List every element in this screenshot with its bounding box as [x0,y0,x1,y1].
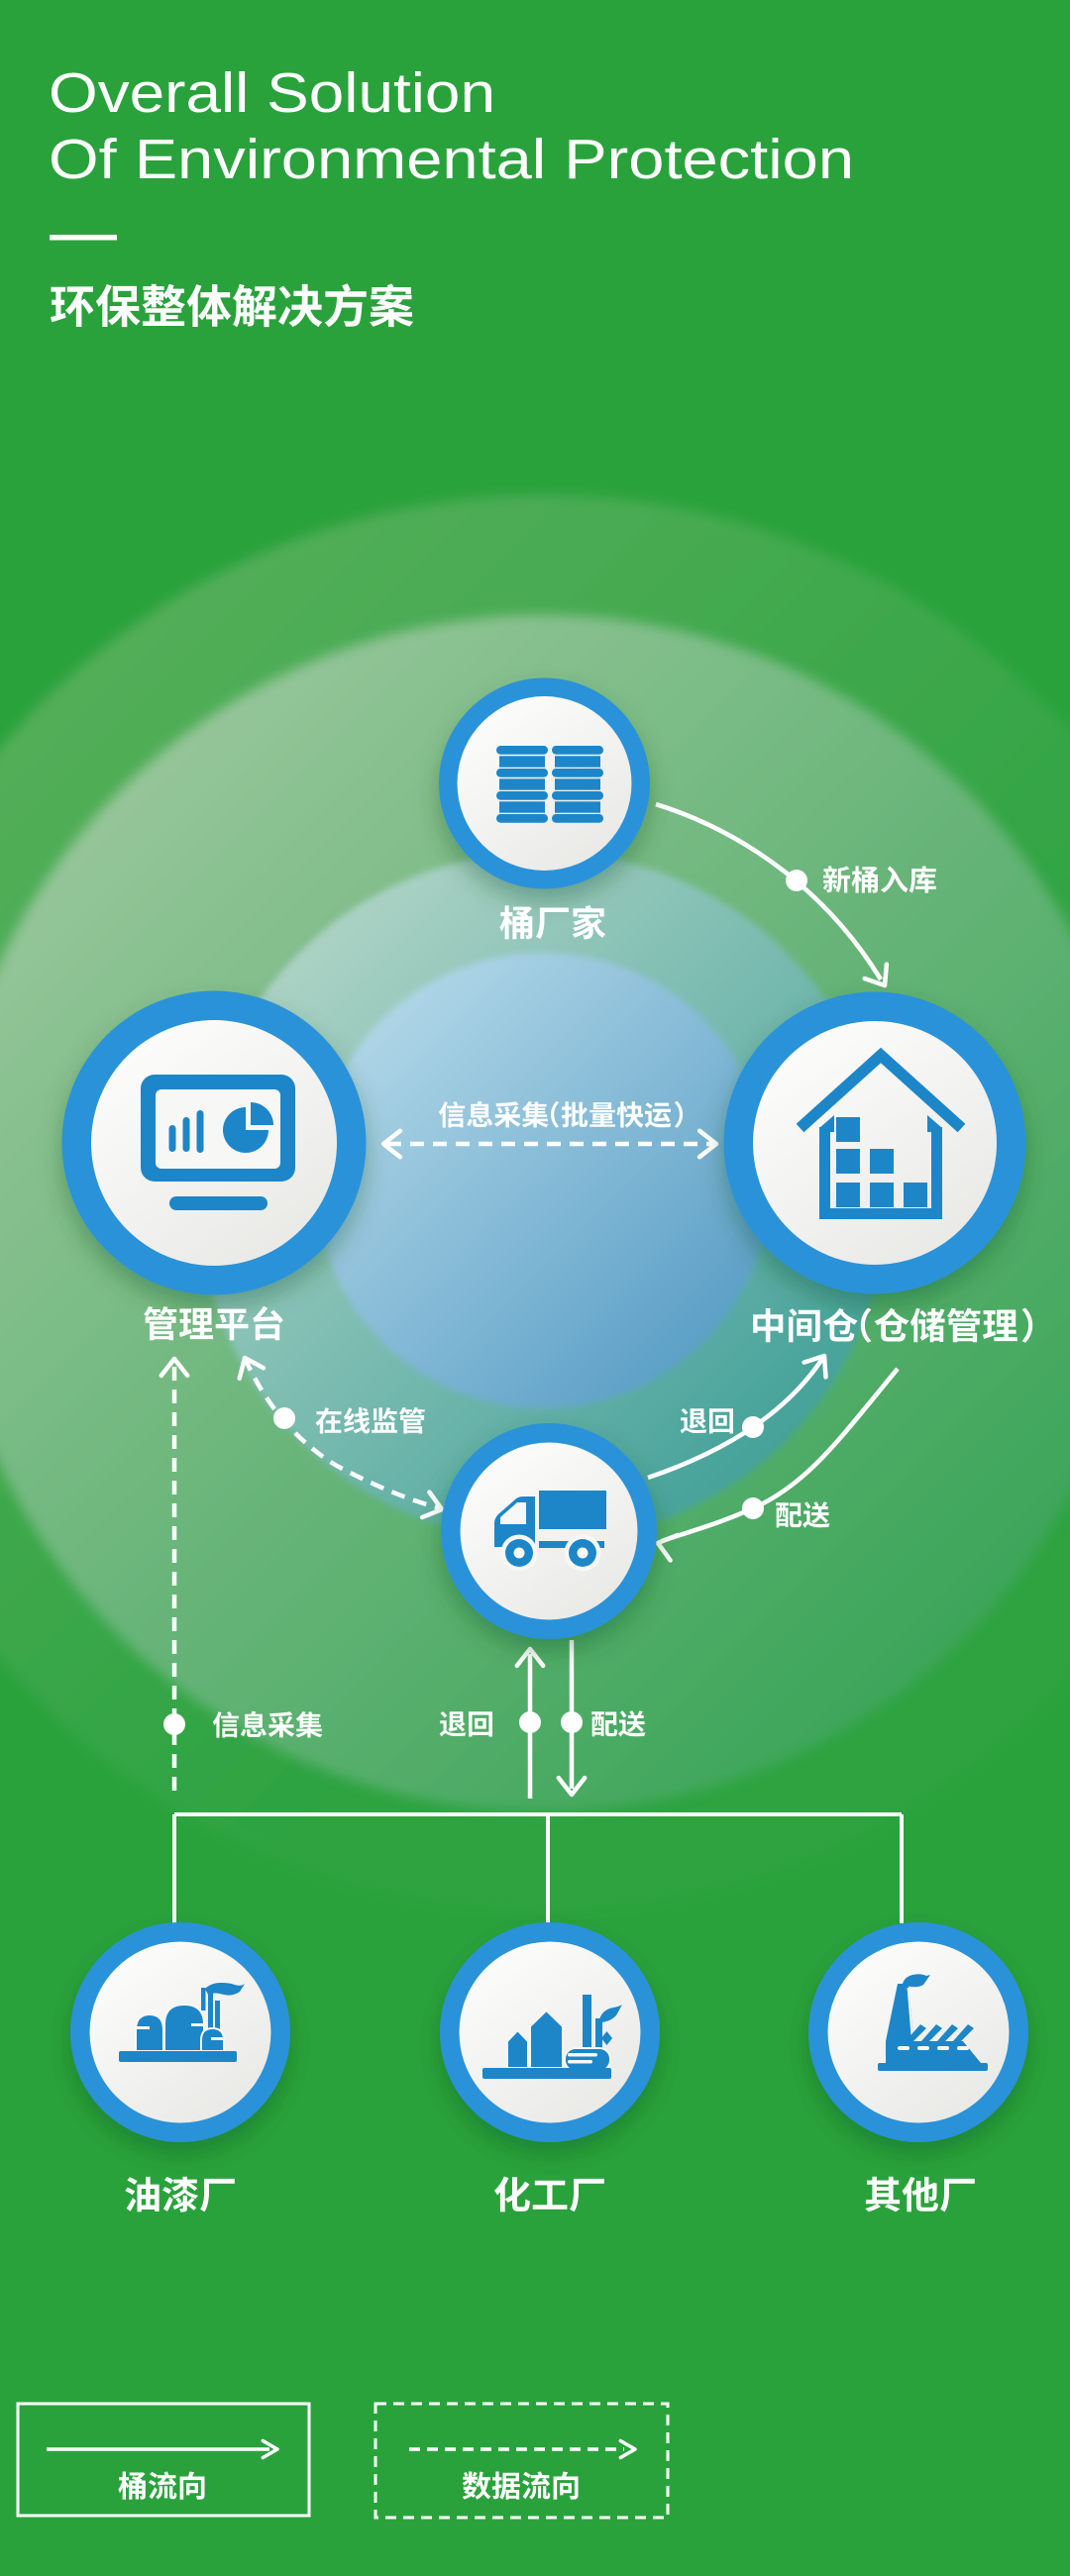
svg-text:Of Environmental Protection: Of Environmental Protection [49,128,854,191]
svg-text:Overall Solution: Overall Solution [49,61,495,125]
